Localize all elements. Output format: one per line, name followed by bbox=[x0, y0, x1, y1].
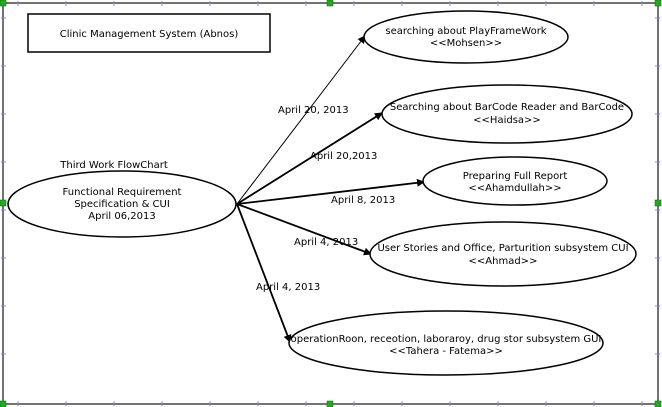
target-t4-line-2: <<Ahmad>> bbox=[469, 256, 538, 267]
edge-to-t1[interactable] bbox=[236, 35, 366, 205]
edge-label-t1: April 20, 2013 bbox=[278, 105, 349, 116]
target-t1-line-1: searching about PlayFrameWork bbox=[385, 26, 546, 37]
resize-handle[interactable] bbox=[326, 0, 334, 7]
target-t2-line-2: <<Haidsa>> bbox=[473, 115, 541, 126]
edge-label-t4: April 4, 2013 bbox=[294, 237, 358, 248]
edge-to-t4[interactable] bbox=[236, 203, 372, 256]
target-node-t1[interactable] bbox=[363, 10, 569, 64]
resize-handle[interactable] bbox=[654, 400, 662, 407]
source-line-3: April 06,2013 bbox=[88, 211, 155, 222]
edge-to-t2[interactable] bbox=[236, 112, 383, 205]
resize-handle[interactable] bbox=[326, 400, 334, 407]
source-node[interactable] bbox=[7, 170, 237, 238]
resize-handle[interactable] bbox=[0, 0, 7, 7]
source-line-1: Functional Requirement bbox=[63, 187, 182, 198]
target-node-t2[interactable] bbox=[381, 84, 633, 144]
edge-to-t3[interactable] bbox=[236, 178, 425, 205]
target-t5-line-2: <<Tahera - Fatema>> bbox=[389, 346, 503, 357]
target-t4-line-1: User Stories and Office, Parturition sub… bbox=[377, 243, 628, 254]
target-node-t3[interactable] bbox=[422, 156, 608, 206]
target-t3-line-2: <<Ahamdullah>> bbox=[468, 183, 561, 194]
source-line-2: Specification & CUI bbox=[74, 199, 170, 210]
edge-label-t5: April 4, 2013 bbox=[256, 282, 320, 293]
title-box[interactable] bbox=[27, 13, 271, 53]
edge-label-t3: April 8, 2013 bbox=[331, 195, 395, 206]
target-node-t4[interactable] bbox=[369, 221, 637, 287]
edge-to-t5[interactable] bbox=[236, 203, 292, 343]
target-node-t5[interactable] bbox=[288, 310, 604, 376]
resize-handle[interactable] bbox=[654, 0, 662, 7]
source-caption: Third Work FlowChart bbox=[59, 160, 168, 171]
target-t1-line-2: <<Mohsen>> bbox=[430, 38, 502, 49]
target-t2-line-1: Searching about BarCode Reader and BarCo… bbox=[390, 102, 624, 113]
target-t5-line-1: operationRoon, receotion, laboraroy, dru… bbox=[291, 334, 602, 345]
title-box-text: Clinic Management System (Abnos) bbox=[60, 29, 239, 40]
target-t3-line-1: Preparing Full Report bbox=[463, 171, 568, 182]
edge-label-t2: April 20,2013 bbox=[310, 151, 377, 162]
resize-handle[interactable] bbox=[0, 400, 7, 407]
resize-handle[interactable] bbox=[654, 199, 662, 207]
resize-handle[interactable] bbox=[0, 199, 7, 207]
